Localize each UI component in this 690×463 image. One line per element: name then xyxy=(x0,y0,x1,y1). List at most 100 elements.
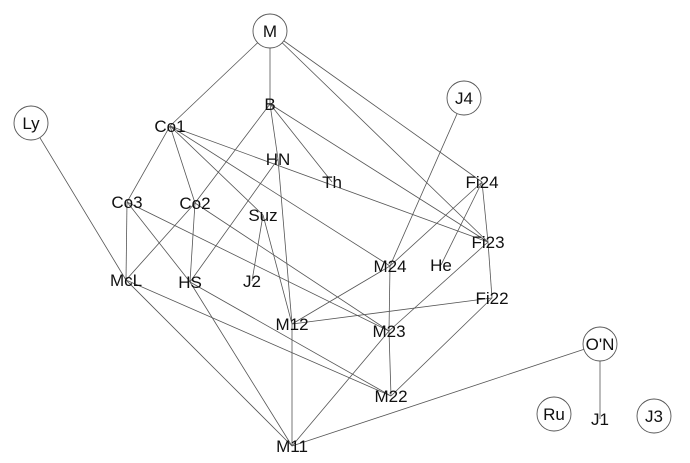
node-hn: HN xyxy=(266,150,291,169)
node-label-co2: Co2 xyxy=(179,194,210,213)
node-label-j1: J1 xyxy=(591,410,609,429)
node-label-m23: M23 xyxy=(372,322,405,341)
node-m12: M12 xyxy=(275,315,308,334)
edge-b-th xyxy=(269,103,333,183)
edge-co1-m24 xyxy=(169,125,391,267)
node-label-hs: HS xyxy=(178,273,202,292)
node-circle-m xyxy=(252,13,288,49)
edge-fi24-he xyxy=(440,181,483,266)
node-j4: J4 xyxy=(446,80,482,116)
node-co2: Co2 xyxy=(179,194,210,213)
node-label-th: Th xyxy=(322,173,342,192)
node-circle-j3 xyxy=(636,398,672,434)
node-co3: Co3 xyxy=(111,193,142,212)
node-label-m12: M12 xyxy=(275,315,308,334)
edge-m23-m11 xyxy=(291,330,390,447)
node-label-co1: Co1 xyxy=(154,117,185,136)
node-ly: Ly xyxy=(13,105,49,141)
edge-mcl-m11 xyxy=(125,279,293,447)
node-label-j2: J2 xyxy=(243,272,261,291)
node-label-on: O'N xyxy=(586,335,615,354)
node-th: Th xyxy=(322,173,342,192)
node-j3: J3 xyxy=(636,398,672,434)
edge-co3-m23 xyxy=(126,201,390,332)
node-label-fi24: Fi24 xyxy=(465,173,498,192)
edge-co2-hs xyxy=(189,202,196,283)
node-m23: M23 xyxy=(372,322,405,341)
node-circle-j4 xyxy=(446,80,482,116)
edge-m24-m23 xyxy=(388,265,391,332)
node-label-j4: J4 xyxy=(455,89,473,108)
node-label-hn: HN xyxy=(266,150,291,169)
node-m: M xyxy=(252,13,288,49)
node-j2: J2 xyxy=(243,272,261,291)
edge-m23-fi23 xyxy=(388,241,489,332)
edge-hn-m12 xyxy=(277,158,293,325)
edge-b-co2 xyxy=(194,103,271,204)
edge-co1-co2 xyxy=(169,125,196,204)
edge-fi22-m22 xyxy=(390,297,493,397)
node-he: He xyxy=(430,256,452,275)
node-label-m11: M11 xyxy=(276,437,308,456)
node-circle-ru xyxy=(536,396,572,432)
node-ru: Ru xyxy=(536,396,572,432)
edge-co1-co3 xyxy=(126,125,171,203)
edge-hn-hs xyxy=(189,158,279,283)
node-on: O'N xyxy=(582,326,618,362)
edge-m-fi24 xyxy=(269,30,483,183)
node-mcl: McL xyxy=(110,271,142,290)
edge-co1-fi23 xyxy=(169,125,489,243)
node-fi23: Fi23 xyxy=(471,233,504,252)
node-label-m24: M24 xyxy=(373,257,406,276)
node-m24: M24 xyxy=(373,257,406,276)
node-label-b: B xyxy=(264,95,275,114)
node-label-fi22: Fi22 xyxy=(475,289,508,308)
edge-co2-mcl xyxy=(125,202,196,281)
edge-suz-m12 xyxy=(262,214,293,325)
node-label-j3: J3 xyxy=(645,407,663,426)
edge-m23-m22 xyxy=(388,330,392,397)
node-label-ly: Ly xyxy=(22,114,40,133)
node-m11: M11 xyxy=(276,437,308,456)
edge-b-fi23 xyxy=(269,103,489,243)
edge-m12-fi22 xyxy=(291,297,493,325)
edge-co1-suz xyxy=(169,125,264,216)
edge-hs-m22 xyxy=(189,281,392,397)
node-co1: Co1 xyxy=(154,117,185,136)
edge-fi23-fi22 xyxy=(487,241,493,299)
edge-layer xyxy=(30,30,601,447)
node-m22: M22 xyxy=(374,387,407,406)
edge-co3-hs xyxy=(126,201,191,283)
node-circle-ly xyxy=(13,105,49,141)
node-j1: J1 xyxy=(591,410,609,429)
edge-suz-j2 xyxy=(251,214,264,282)
node-label-suz: Suz xyxy=(248,206,277,225)
node-b: B xyxy=(264,95,275,114)
node-label-m: M xyxy=(263,22,277,41)
node-fi24: Fi24 xyxy=(465,173,498,192)
edge-fi24-fi23 xyxy=(481,181,489,243)
edge-ly-mcl xyxy=(30,122,127,281)
node-label-mcl: McL xyxy=(110,271,142,290)
node-suz: Suz xyxy=(248,206,277,225)
node-label-ru: Ru xyxy=(543,405,565,424)
node-label-co3: Co3 xyxy=(111,193,142,212)
edge-mcl-m22 xyxy=(125,279,392,397)
edge-b-hn xyxy=(269,103,279,160)
edge-m24-j4 xyxy=(389,97,465,267)
edge-co2-m23 xyxy=(194,202,390,332)
edge-on-m11 xyxy=(291,343,601,447)
edge-m-co1 xyxy=(169,30,271,127)
edge-m-fi23 xyxy=(269,30,489,243)
edge-co3-mcl xyxy=(125,201,128,281)
node-circle-on xyxy=(582,326,618,362)
node-label-he: He xyxy=(430,256,452,275)
node-label-m22: M22 xyxy=(374,387,407,406)
node-fi22: Fi22 xyxy=(475,289,508,308)
edge-m12-m24 xyxy=(291,265,391,325)
node-label-fi23: Fi23 xyxy=(471,233,504,252)
node-hs: HS xyxy=(178,273,202,292)
edge-hs-m11 xyxy=(189,281,293,447)
